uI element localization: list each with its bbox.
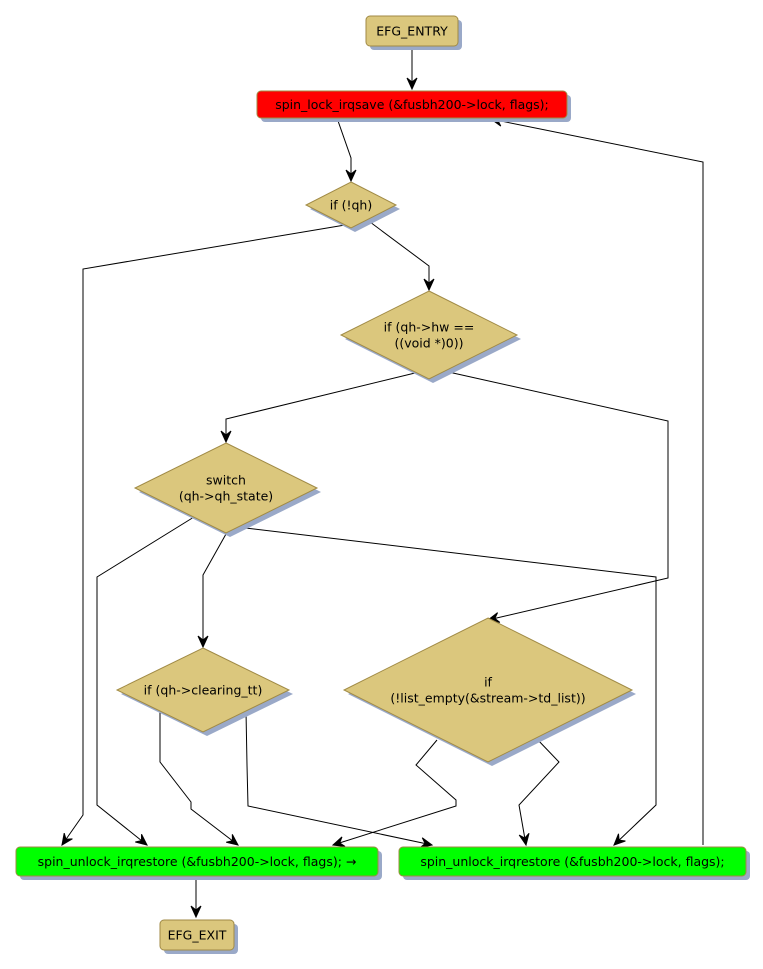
terminal-box [159, 919, 235, 951]
arrowhead-icon [345, 169, 357, 183]
node-label: if (!qh) [330, 198, 372, 213]
edges-layer [61, 46, 704, 919]
node-if_clear[interactable]: if (qh->clearing_tt) [115, 647, 293, 736]
edge-if_qh-to-if_hw [365, 218, 435, 292]
node-label: if [484, 675, 492, 690]
node-entry[interactable]: EFG_ENTRY [365, 15, 462, 50]
arrowhead-icon [226, 834, 239, 846]
node-label: spin_lock_irqsave (&fusbh200->lock, flag… [275, 97, 549, 112]
node-label: (!list_empty(&stream->td_list)) [390, 691, 585, 706]
node-unlock2[interactable]: spin_unlock_irqrestore (&fusbh200->lock,… [398, 846, 750, 880]
arrowhead-icon [423, 278, 435, 292]
decision-diamond [339, 290, 519, 380]
edge-line [443, 370, 669, 621]
node-label: EFG_EXIT [168, 928, 227, 943]
nodes-layer: EFG_ENTRY spin_lock_irqsave (&fusbh200->l… [15, 15, 750, 954]
statement-box [398, 846, 747, 877]
edge-line [490, 118, 704, 845]
edge-switch-to-unlock2 [236, 526, 657, 846]
arrowhead-icon [406, 77, 418, 91]
edge-if_clear-to-unlock2 [245, 710, 434, 849]
edge-line [61, 224, 346, 846]
arrowhead-icon [190, 905, 202, 919]
edge-if_list-to-unlock1 [331, 739, 457, 847]
arrowhead-icon [613, 833, 626, 846]
node-exit[interactable]: EFG_EXIT [159, 919, 238, 954]
arrowhead-icon [61, 832, 73, 846]
edge-line [332, 739, 457, 846]
edge-line [225, 372, 416, 442]
decision-diamond [115, 647, 291, 733]
arrowhead-icon [197, 635, 209, 649]
edge-if_list-to-unlock2 [518, 737, 560, 847]
edge-line [202, 533, 227, 647]
edge-unlock1-to-exit [190, 876, 202, 919]
node-label: spin_unlock_irqrestore (&fusbh200->lock,… [420, 854, 724, 869]
node-if_list[interactable]: if(!list_empty(&stream->td_list)) [342, 617, 636, 766]
arrowhead-icon [220, 430, 232, 444]
terminal-box [365, 15, 459, 47]
arrowhead-icon [331, 836, 346, 847]
node-if_hw[interactable]: if (qh->hw ==((void *)0)) [339, 290, 521, 383]
node-if_qh[interactable]: if (!qh) [304, 181, 400, 232]
node-lock[interactable]: spin_lock_irqsave (&fusbh200->lock, flag… [256, 90, 571, 122]
node-label: switch [206, 473, 246, 488]
edge-if_hw-to-switch [220, 372, 416, 444]
edge-line [518, 737, 560, 846]
node-label: EFG_ENTRY [376, 24, 448, 39]
edge-if_hw-to-if_list [443, 370, 669, 623]
decision-diamond [133, 442, 319, 534]
statement-box [15, 846, 379, 877]
node-label: spin_unlock_irqrestore (&fusbh200->lock,… [38, 854, 357, 869]
edge-lock-to-if_qh [336, 117, 357, 183]
node-label: (qh->qh_state) [179, 489, 273, 504]
edge-line [365, 218, 430, 290]
node-label: if (qh->clearing_tt) [144, 683, 263, 698]
statement-box [256, 90, 568, 119]
edge-line [236, 526, 657, 846]
edge-line [245, 710, 433, 846]
edge-if_clear-to-unlock1 [159, 711, 239, 846]
edge-entry-to-lock [406, 46, 418, 91]
node-switch[interactable]: switch(qh->qh_state) [133, 442, 321, 537]
decision-diamond [342, 617, 634, 763]
node-unlock1[interactable]: spin_unlock_irqrestore (&fusbh200->lock,… [15, 846, 382, 880]
edge-if_qh-to-unlock1 [61, 224, 346, 846]
decision-diamond [304, 181, 398, 229]
edge-line [336, 117, 352, 181]
edge-line [159, 711, 239, 846]
edge-switch-to-unlock1 [96, 516, 195, 846]
arrowhead-icon [135, 833, 148, 846]
node-label: if (qh->hw == [384, 320, 475, 335]
edge-line [96, 516, 195, 846]
node-label: ((void *)0)) [394, 336, 463, 351]
edge-switch-to-if_clear [197, 533, 227, 649]
arrowhead-icon [518, 832, 530, 847]
